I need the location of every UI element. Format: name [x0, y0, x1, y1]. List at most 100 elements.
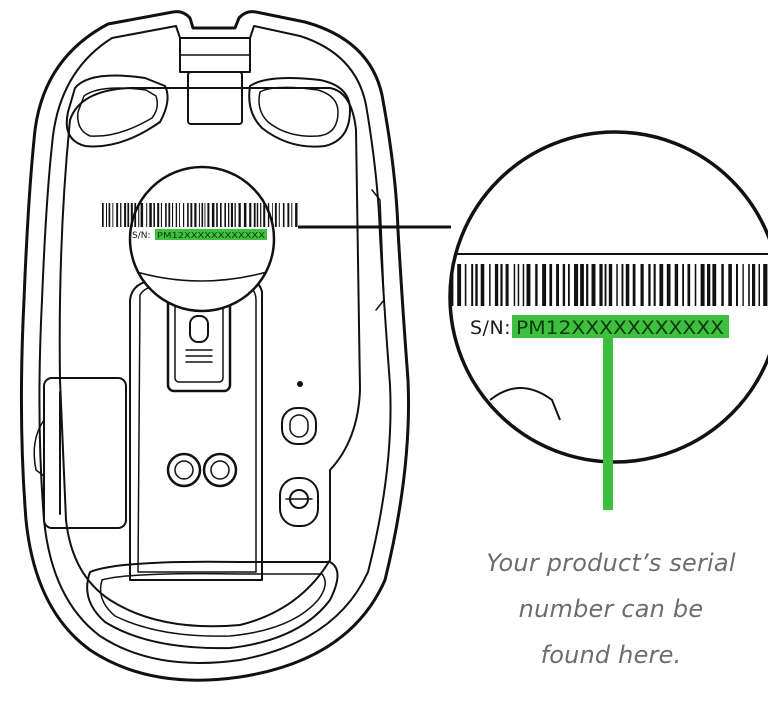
barcode-bar [253, 203, 256, 227]
barcode-bar [198, 203, 200, 227]
barcode-bar [625, 264, 630, 306]
barcode-bar [574, 264, 579, 306]
caption-line-1: Your product’s serial [486, 549, 736, 577]
serial-pointer-bar [603, 338, 613, 510]
barcode-bar [748, 264, 750, 306]
barcode-bar [194, 203, 197, 227]
barcode-bar [721, 264, 724, 306]
barcode-bar [238, 203, 241, 227]
barcode-bar [666, 264, 671, 306]
barcode-bar [475, 264, 478, 306]
barcode-bar [621, 264, 624, 306]
barcode-bar [700, 264, 705, 306]
serial-number-small: PM12XXXXXXXXXXXX [157, 231, 266, 240]
barcode-bar [500, 264, 503, 306]
barcode-bar [263, 203, 266, 227]
barcode-bar [138, 203, 140, 227]
barcode-bar [505, 264, 509, 306]
barcode-bar [659, 264, 664, 306]
barcode-bar [556, 264, 559, 306]
barcode-bar [187, 203, 189, 227]
barcode-bar [124, 203, 127, 227]
barcode-bar [106, 203, 107, 227]
barcode-bar [457, 264, 462, 306]
barcode-bar [234, 203, 236, 227]
barcode-bar [295, 203, 298, 227]
barcode-bar [168, 203, 171, 227]
barcode-bar [172, 203, 174, 227]
barcode-bar [228, 203, 230, 227]
barcode-bar [694, 264, 697, 306]
barcode-bar [130, 203, 133, 227]
barcode-bar [489, 264, 491, 306]
barcode-bar [640, 264, 644, 306]
barcode-bar [526, 264, 531, 306]
barcode-bar [604, 264, 607, 306]
barcode-bar [201, 203, 204, 227]
barcode-bar [146, 203, 148, 227]
barcode-bar [102, 203, 104, 227]
barcode-bar [120, 203, 122, 227]
barcode-bar [591, 264, 596, 306]
barcode-bar [728, 264, 732, 306]
barcode-bar [140, 203, 144, 227]
barcode-bar [674, 264, 679, 306]
barcode-bar [464, 264, 467, 306]
barcode-icon [102, 203, 298, 227]
barcode-bar [165, 203, 167, 227]
barcode-bar [736, 264, 738, 306]
barcode-bar [204, 203, 206, 227]
barcode-bar [243, 203, 247, 227]
barcode-bar [712, 264, 717, 306]
barcode-bar [278, 203, 280, 227]
barcode-bar [616, 264, 618, 306]
barcode-bar [542, 264, 547, 306]
barcode-bar [134, 203, 137, 227]
barcode-bar [272, 203, 273, 227]
barcode-bar [282, 203, 285, 227]
barcode-bar [274, 203, 277, 227]
barcode-bar [682, 264, 684, 306]
barcode-bar [175, 203, 178, 227]
barcode-bar [267, 203, 270, 227]
barcode-bar [513, 264, 516, 306]
barcode-bar [256, 203, 259, 227]
serial-highlight-zoomed [512, 315, 729, 338]
barcode-bar [153, 203, 155, 227]
barcode-bar [450, 264, 454, 306]
barcode-bar [190, 203, 193, 227]
barcode-bar [707, 264, 711, 306]
barcode-bar [568, 264, 570, 306]
barcode-bar [249, 203, 252, 227]
barcode-bar [648, 264, 651, 306]
barcode-bar [291, 203, 293, 227]
barcode-bar [287, 203, 290, 227]
barcode-bar [260, 203, 262, 227]
barcode-bar [535, 264, 538, 306]
barcode-bar [549, 264, 553, 306]
mouse-underside-icon [19, 10, 411, 682]
serial-label-prefix-small: S/N: [132, 231, 151, 241]
barcode-bar [480, 264, 485, 306]
barcode-bar [216, 203, 218, 227]
barcode-bar [220, 203, 222, 227]
serial-number-zoomed: PM12XXXXXXXXXXX [516, 317, 724, 339]
barcode-bar [207, 203, 210, 227]
barcode-bar [224, 203, 226, 227]
barcode-bar [599, 264, 603, 306]
barcode-bar [632, 264, 636, 306]
caption-line-2: number can be [518, 595, 704, 623]
barcode-bar [752, 264, 756, 306]
barcode-bar [112, 203, 114, 227]
barcode-bar [127, 203, 130, 227]
barcode-bar [471, 264, 474, 306]
caption: Your product’s serial number can be foun… [468, 540, 754, 678]
barcode-bar [580, 264, 584, 306]
barcode-zoomed [450, 264, 768, 306]
barcode-bar [149, 203, 152, 227]
serial-highlight-small [155, 229, 267, 240]
barcode-bar [742, 264, 744, 306]
small-magnifier-circle: S/N: PM12XXXXXXXXXXXX [102, 165, 298, 313]
magnifier-circle-icon: S/N: PM12XXXXXXXXXXX [448, 130, 768, 464]
